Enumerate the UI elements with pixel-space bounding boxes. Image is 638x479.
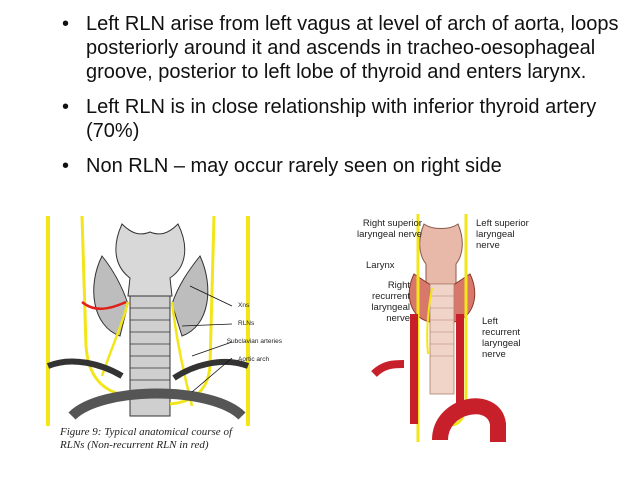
label-left-recurrent-laryngeal-nerve: Left recurrent laryngeal nerve xyxy=(482,316,521,360)
label-xns: Xns xyxy=(238,302,250,309)
bullet-list: • Left RLN arise from left vagus at level… xyxy=(62,12,622,189)
label-larynx: Larynx xyxy=(366,260,395,271)
laryngeal-nerve-illustration: Right superior laryngeal nerve Left supe… xyxy=(334,214,556,442)
rln-course-diagram: Xns RLNs Subclavian arteries Aortic arch xyxy=(42,215,282,436)
label-left-superior-laryngeal-nerve: Left superior laryngeal nerve xyxy=(476,218,529,251)
bullet-dot-icon: • xyxy=(62,96,70,118)
figure-caption: Figure 9: Typical anatomical course of R… xyxy=(60,426,290,452)
bullet-dot-icon: • xyxy=(62,13,70,35)
label-aortic-arch: Aortic arch xyxy=(238,356,270,363)
label-right-superior-laryngeal-nerve: Right superior laryngeal nerve xyxy=(357,218,422,240)
bullet-item: • Left RLN is in close relationship with … xyxy=(62,95,622,143)
label-rlns: RLNs xyxy=(238,320,255,327)
caption-line-1: Figure 9: Typical anatomical course of xyxy=(60,426,232,438)
bullet-item: • Non RLN – may occur rarely seen on righ… xyxy=(62,154,622,178)
bullet-dot-icon: • xyxy=(62,155,70,177)
rln-diagram-drawing xyxy=(46,215,250,426)
laryngeal-anatomy-drawing xyxy=(371,214,506,442)
caption-line-2: RLNs (Non-recurrent RLN in red) xyxy=(60,439,209,451)
label-right-recurrent-laryngeal-nerve: Right recurrent laryngeal nerve xyxy=(371,280,410,324)
label-subclavian-arteries: Subclavian arteries xyxy=(226,338,282,345)
bullet-text: Non RLN – may occur rarely seen on right… xyxy=(86,155,502,177)
bullet-text: Left RLN is in close relationship with i… xyxy=(86,96,597,142)
bullet-text: Left RLN arise from left vagus at level … xyxy=(86,13,619,83)
bullet-item: • Left RLN arise from left vagus at level… xyxy=(62,12,622,84)
